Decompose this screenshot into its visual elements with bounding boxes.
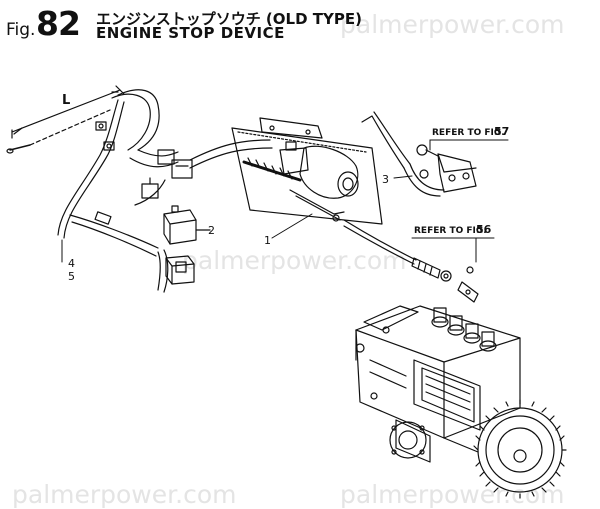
stop-cable — [343, 219, 479, 303]
callout-part-2: 2 — [208, 224, 215, 237]
figure-header: Fig. 82 エンジンストップソウチ (OLD TYPE) ENGINE ST… — [0, 0, 600, 48]
title-english: ENGINE STOP DEVICE — [96, 24, 285, 42]
dimension-l-label: L — [62, 93, 70, 108]
ref-fig-57-number: 57 — [494, 125, 509, 138]
callout-part-1: 1 — [264, 234, 271, 247]
lower-relay — [165, 255, 195, 285]
callout-part-4: 4 — [68, 257, 75, 270]
relay-part-2 — [163, 205, 211, 245]
fig-number: 82 — [36, 4, 81, 43]
ref-fig-56-number: 56 — [476, 223, 492, 236]
ref-fig-56-text: REFER TO FIG. — [414, 226, 487, 236]
ref-fig-57-text: REFER TO FIG. — [432, 128, 505, 138]
injection-pump — [355, 305, 567, 499]
bracket-part-3 — [361, 111, 477, 197]
fig-prefix: Fig. — [6, 20, 36, 40]
wire-harness — [57, 89, 273, 293]
stop-motor-assembly — [231, 117, 383, 239]
title-japanese: エンジンストップソウチ (OLD TYPE) — [96, 10, 362, 28]
callout-part-3: 3 — [382, 173, 389, 186]
reference-leaders — [411, 139, 509, 263]
callout-part-5: 5 — [68, 270, 75, 283]
